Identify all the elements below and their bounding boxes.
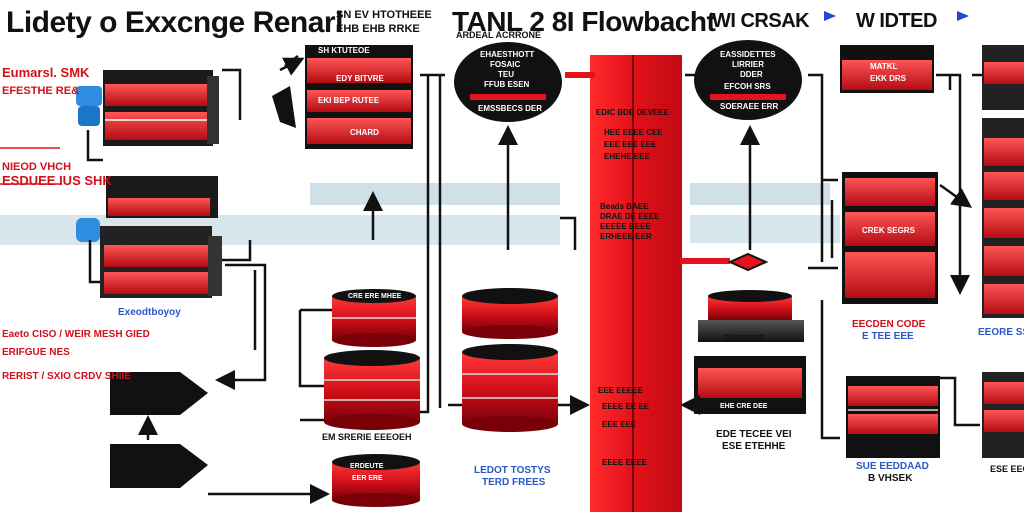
oval-left-text-4: FFUB ESEN — [484, 80, 530, 89]
mid-left-stack — [100, 176, 222, 298]
cylinder-left-mid — [324, 350, 420, 430]
red-column-label-3: EEE EEE EEE — [604, 140, 657, 149]
top-box-header-2: EKI BEP RUTEE — [318, 96, 380, 105]
pale-band-1 — [310, 183, 560, 205]
cylinder-left-top — [332, 289, 416, 347]
cylinder-right-main — [694, 356, 806, 414]
red-column-label-4: EHEHE EEE — [604, 152, 650, 161]
red-column-label-6: DRAE DE EEEE — [600, 212, 660, 221]
right-box-text-3: EKK DRS — [870, 74, 907, 83]
right-box-text-1: WICEE PUERRYES — [844, 46, 917, 55]
red-column-label-5: Beads BAEE — [600, 202, 649, 211]
cyl-mid-caption-1: LEDOT TOSTYS — [474, 465, 551, 476]
label-left-bottom-2: ERIFGUE NES — [2, 347, 70, 358]
label-left-bottom-3: RERIST / SXIO CRDV SHIIE — [2, 371, 131, 382]
cyl-right-caption-2: ESE ETEHHE — [722, 441, 786, 452]
red-column-label-11: EEE EEE — [602, 420, 637, 429]
blue-label-left: Exeodtboyoy — [118, 307, 181, 318]
oval-left-text-5: EMSSBECS DER — [478, 104, 543, 113]
label-left-top-1: Eumarsl. SMK — [2, 65, 90, 80]
cylinder-left-bottom — [332, 454, 420, 507]
far-right-caption-1: EECDEN CODE — [852, 319, 926, 330]
blue-arrow-icon-1 — [824, 11, 836, 21]
subtitle-center: ARDEAL ACRRONE — [456, 30, 542, 40]
title-far-right: W IDTED — [856, 10, 937, 32]
top-header-box — [305, 45, 413, 149]
red-column-label-8: ERHEEE EER — [600, 232, 652, 241]
cyl-mid-caption-2: TERD FREES — [482, 477, 546, 488]
oval-right-text-5: SOERAEE ERR — [720, 102, 779, 111]
right-stack — [842, 172, 938, 304]
subtitle-left-1: SN EV HTOTHEEE — [336, 9, 432, 21]
pentagon-node-1 — [110, 372, 208, 415]
red-column-connector-mid — [680, 258, 730, 264]
far-right-caption-4: B VHSEK — [868, 473, 913, 484]
far-right-stack — [982, 45, 1024, 458]
cyl-left-bottom-text-1: ERDEUTE — [350, 463, 384, 470]
red-column-label-12: EEEE EEEE — [602, 458, 647, 467]
cylinder-far-right — [846, 376, 940, 458]
cyl-right-inner-1: EHE CRE DEE — [720, 403, 768, 410]
subtitle-left-2: EHB EHB RRKE — [336, 23, 420, 35]
top-box-side: CHARD — [350, 128, 379, 137]
pentagon-node-2 — [110, 444, 208, 488]
top-box-header-1: SH KTUTEOE — [318, 46, 370, 55]
connector-lines — [0, 55, 982, 504]
far-right-caption-3: SUE EEDDAAD — [856, 461, 929, 472]
cyl-left-bottom-text-2: EER ERE — [352, 475, 383, 482]
oval-left-text-3: TEU — [498, 70, 514, 79]
far-right-caption-2: E TEE EEE — [862, 331, 914, 342]
label-left-top-2: EFESTHE RE& — [2, 85, 80, 97]
far-right-caption-6: ESE EEGEE — [990, 464, 1024, 474]
red-column-label-10: EEEE EE EE — [602, 402, 650, 411]
oval-left — [454, 42, 562, 122]
cylinder-mid-top — [462, 288, 558, 339]
cyl-left-top-text: CRE ERE MHEE — [348, 293, 402, 300]
cyl-right-inner-2: TUER EREE — [724, 335, 765, 342]
top-box-inner: EDY BITVRE — [336, 74, 384, 83]
cylinder-mid-main — [462, 344, 558, 432]
oval-right-text-1: EASSIDETTES — [720, 50, 776, 59]
blue-node-2 — [76, 218, 100, 242]
blue-node-1 — [76, 86, 102, 126]
pale-band-4 — [690, 215, 840, 243]
right-stack-inner: CREK SEGRS — [862, 226, 915, 235]
pale-band-3 — [690, 183, 830, 205]
oval-right-text-3: DDER — [740, 70, 763, 79]
far-right-caption-5: EEORE SS — [978, 327, 1024, 338]
top-right-box — [840, 45, 934, 93]
cylinder-right-top — [698, 290, 804, 342]
title-center: TANL 2 8I Flowbacht — [452, 6, 716, 37]
blue-arrow-icon-2 — [957, 11, 969, 21]
red-column-label-7: EEEEE BEEE — [600, 222, 651, 231]
oval-right — [694, 40, 802, 120]
label-left-bottom-1: Eaeto CISO / WEIR MESH GIED — [2, 329, 150, 340]
oval-right-text-2: LIRRIER — [732, 60, 764, 69]
title-right: WI CRSAK — [712, 10, 810, 32]
label-left-mid-1: NIEOD VHCH — [2, 161, 72, 173]
bracket-connector — [272, 86, 296, 128]
cyl-left-caption: EM SRERIE EEEOEH — [322, 432, 412, 442]
red-column-label-9: EEE EEEEE — [598, 386, 643, 395]
red-column-label-1: EDIC BDE DEVEEE — [596, 108, 669, 117]
red-diamond — [727, 252, 769, 272]
right-box-text-2: MATKL — [870, 62, 898, 71]
red-column-label-2: HEE EEEE CEE — [604, 128, 663, 137]
oval-left-text-2: FOSAIC — [490, 60, 521, 69]
label-left-mid-2: ESDUEE IUS SHK — [2, 173, 112, 188]
oval-left-text-1: EHAESTHOTT — [480, 50, 535, 59]
top-left-stack — [103, 70, 219, 146]
title-left: Lidety o Exxcnge Renarl — [6, 6, 343, 39]
red-column-connector-top — [565, 72, 595, 78]
red-column — [590, 55, 682, 512]
cyl-right-caption-1: EDE TECEE VEI — [716, 429, 792, 440]
oval-right-text-4: EFCOH SRS — [724, 82, 771, 91]
